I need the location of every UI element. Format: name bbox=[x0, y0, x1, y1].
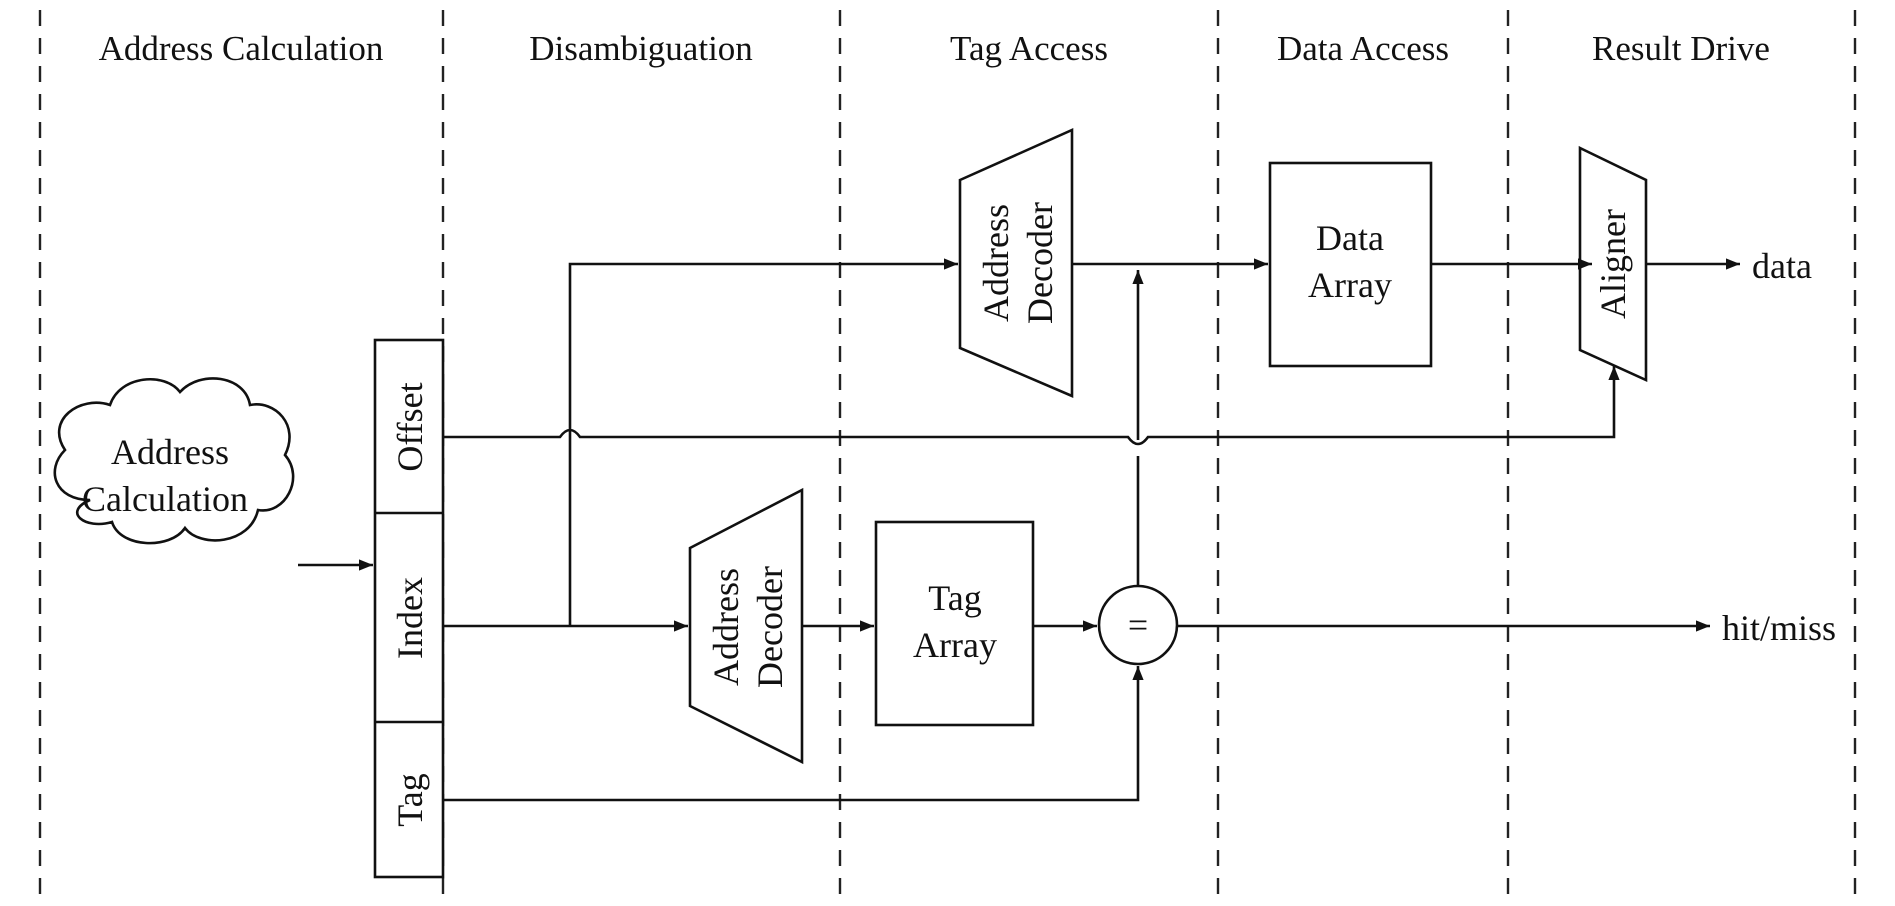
offset-field-label: Offset bbox=[390, 382, 430, 471]
tag-decoder-shape bbox=[688, 487, 804, 765]
tag-array-box: Tag Array bbox=[874, 520, 1035, 727]
offset-to-aligner-wire bbox=[443, 366, 1620, 446]
aligner-label: Aligner bbox=[1593, 209, 1633, 319]
data-decoder-shape bbox=[958, 127, 1074, 398]
stage-header: Address Calculation bbox=[99, 29, 384, 68]
data-address-decoder: Address Decoder bbox=[958, 127, 1074, 398]
address-fields-box: Offset Index Tag bbox=[373, 338, 445, 879]
data-output-label: data bbox=[1752, 246, 1812, 286]
stage-header: Result Drive bbox=[1592, 29, 1770, 68]
data-array-label-line1: Data bbox=[1316, 218, 1384, 258]
tag-array-label-line2: Array bbox=[913, 625, 997, 665]
data-decoder-label-line2: Decoder bbox=[1020, 202, 1060, 324]
aligner-shape bbox=[1578, 145, 1648, 383]
stage-header: Data Access bbox=[1277, 29, 1449, 68]
data-array-box: Data Array bbox=[1268, 161, 1433, 368]
comparator-symbol: = bbox=[1128, 605, 1148, 645]
address-calculation-cloud: Address Calculation bbox=[53, 377, 295, 545]
aligner-box: Aligner bbox=[1578, 145, 1648, 383]
stage-separators bbox=[38, 10, 1857, 898]
tag-field-to-comparator-wire bbox=[443, 666, 1144, 802]
index-to-data-decoder-wire bbox=[568, 258, 958, 626]
stage-headers: Address Calculation Disambiguation Tag A… bbox=[99, 29, 1770, 68]
cloud-label-line1: Address bbox=[111, 432, 229, 472]
data-array-label-line2: Array bbox=[1308, 265, 1392, 305]
stage-header: Disambiguation bbox=[529, 29, 753, 68]
tag-array-shape bbox=[874, 520, 1035, 727]
tag-decoder-label-line2: Decoder bbox=[750, 566, 790, 688]
tag-array-label-line1: Tag bbox=[928, 578, 981, 618]
tag-decoder-label-line1: Address bbox=[706, 568, 746, 686]
cloud-shape bbox=[53, 377, 295, 545]
index-field-label: Index bbox=[390, 577, 430, 659]
wires bbox=[443, 258, 1740, 802]
address-register bbox=[373, 338, 445, 879]
data-decoder-label-line1: Address bbox=[976, 204, 1016, 322]
hit-miss-output-label: hit/miss bbox=[1722, 608, 1836, 648]
comparator: = bbox=[1097, 584, 1179, 666]
stage-header: Tag Access bbox=[950, 29, 1108, 68]
tag-field-label: Tag bbox=[390, 773, 430, 826]
cloud-label-line2: Calculation bbox=[82, 479, 248, 519]
tag-address-decoder: Address Decoder bbox=[688, 487, 804, 765]
